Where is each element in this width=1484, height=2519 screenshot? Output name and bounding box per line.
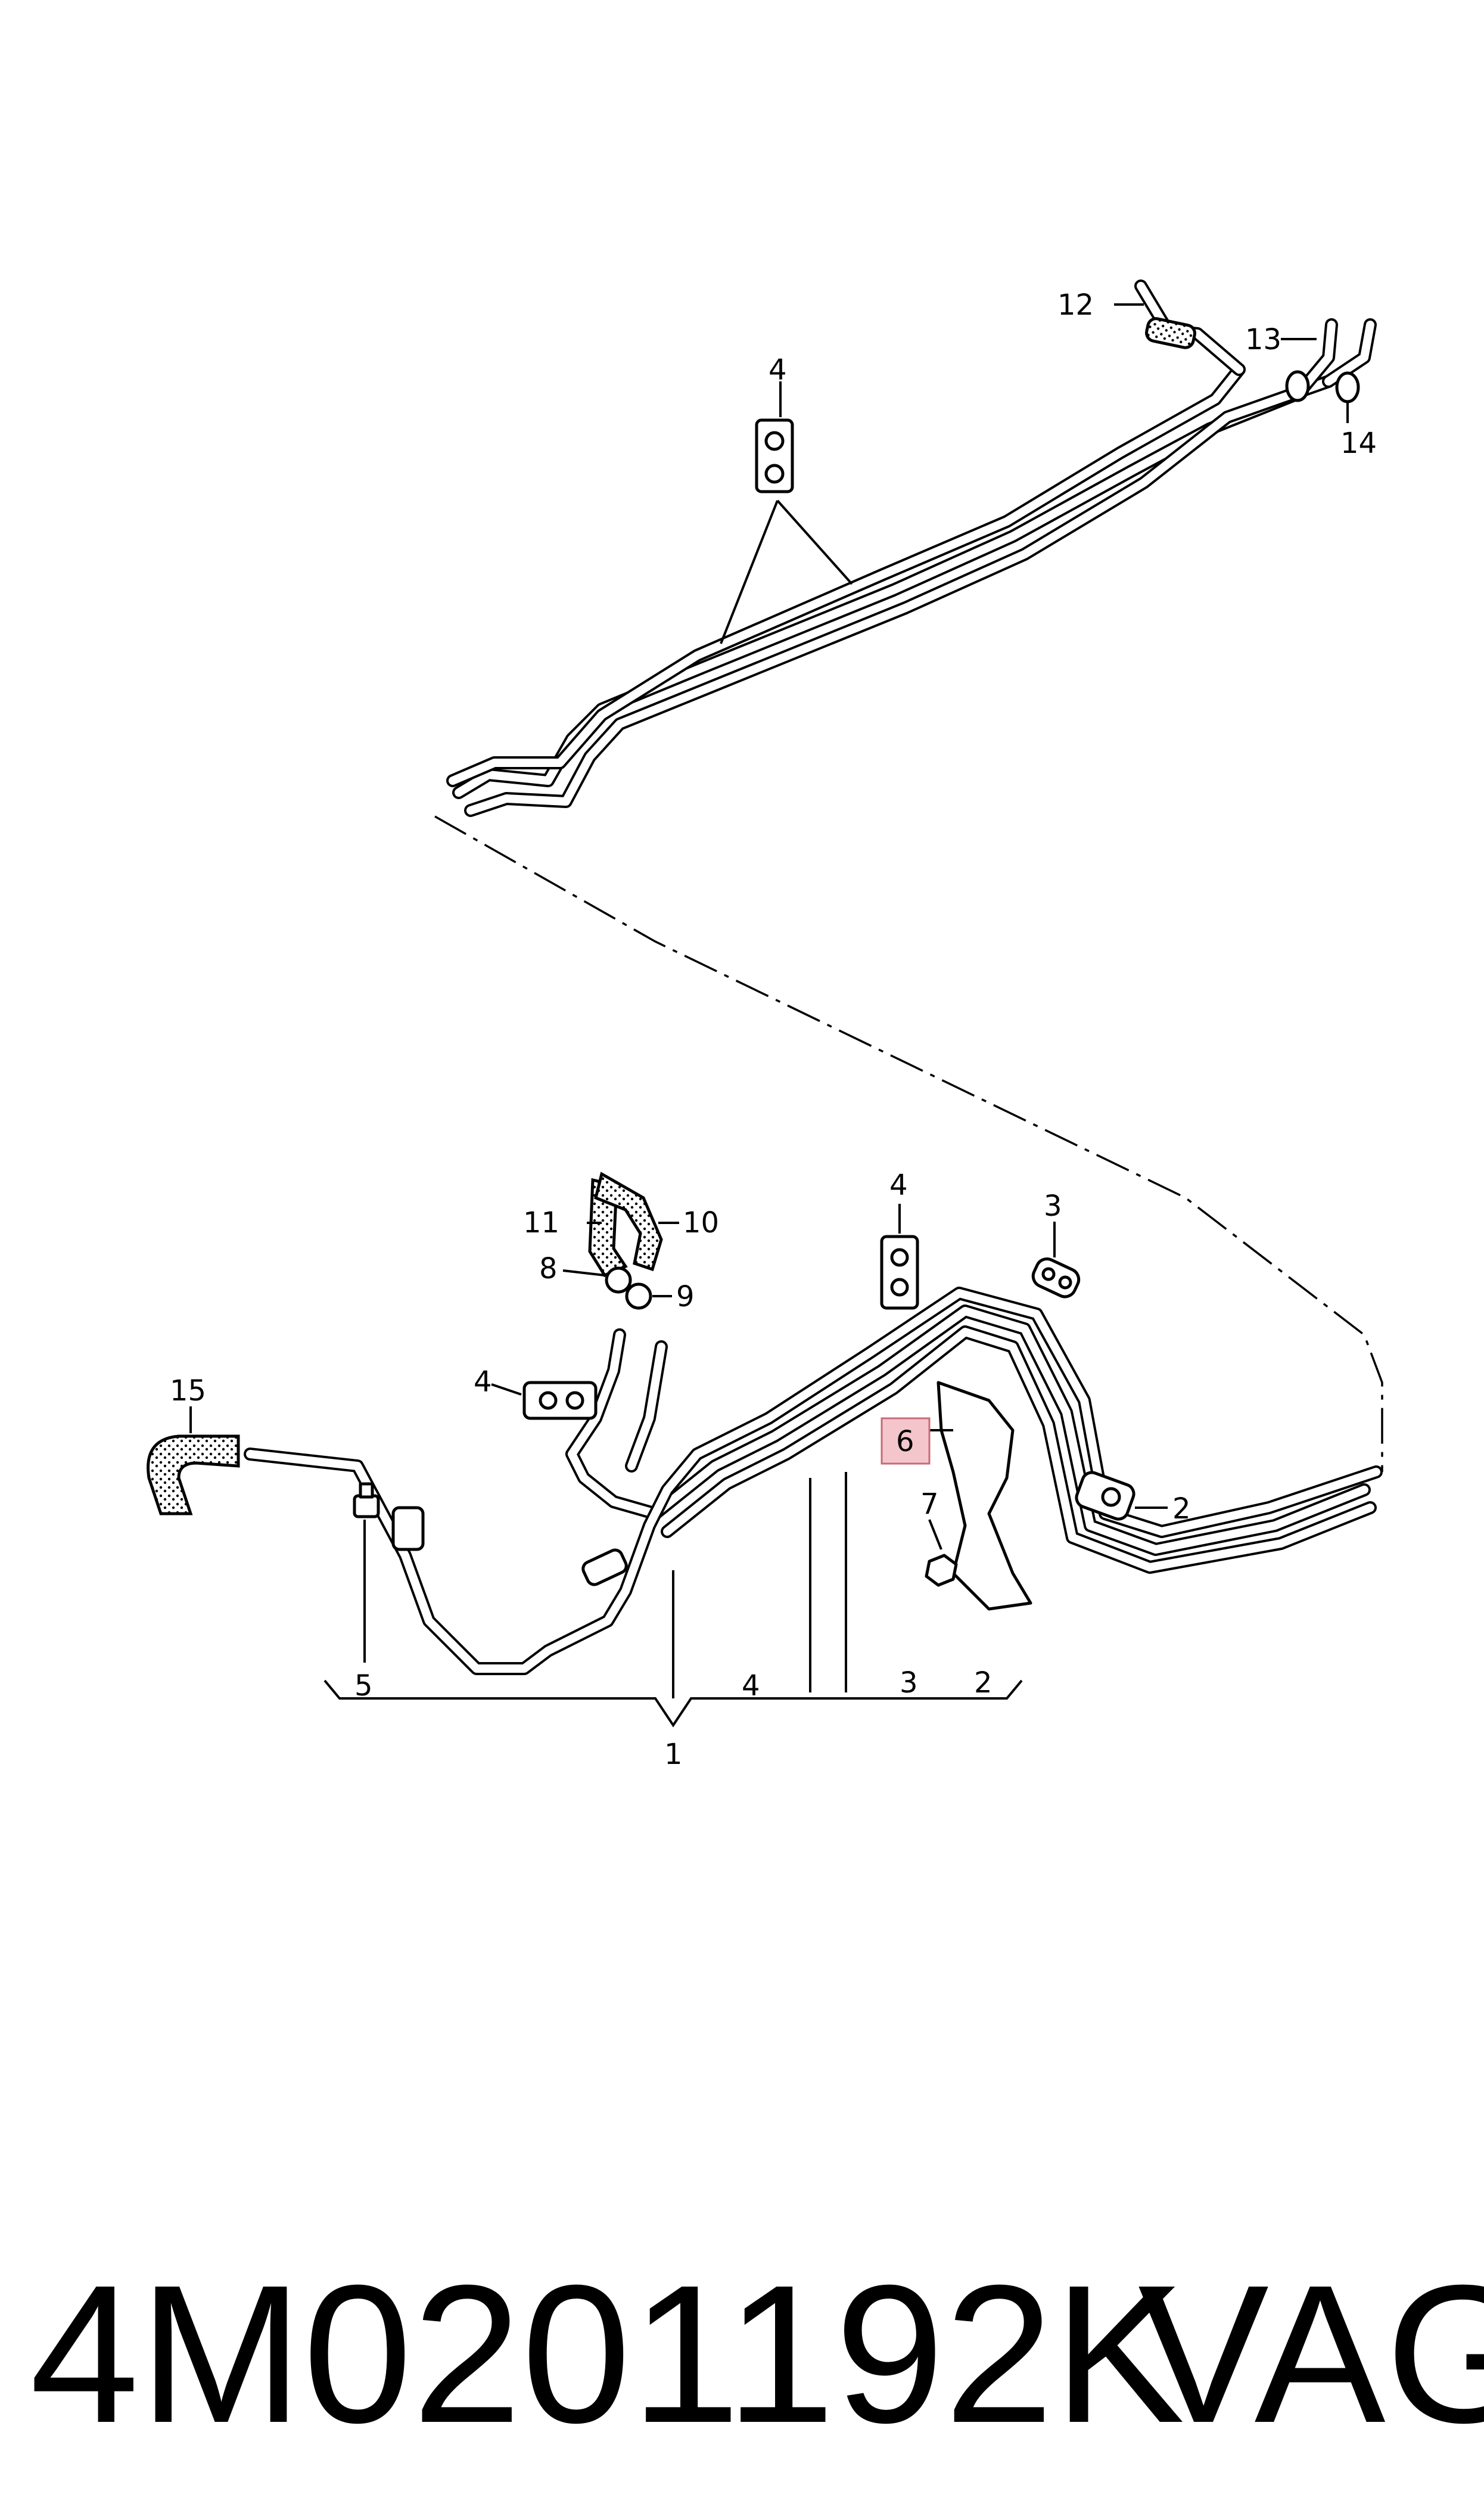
callout-8: 8 xyxy=(539,1252,558,1285)
hose-10 xyxy=(594,1172,663,1272)
connector-14 xyxy=(1335,371,1360,403)
clip-3 xyxy=(1031,1257,1081,1299)
group-brace-1 xyxy=(323,1472,1023,1728)
callout-4-upper: 4 xyxy=(769,353,787,387)
callout-12: 12 xyxy=(1057,288,1094,322)
upper-pipe-assembly xyxy=(446,279,1377,817)
connector-13 xyxy=(1285,370,1310,402)
clamp-9 xyxy=(625,1282,652,1310)
leader-lines xyxy=(189,303,1349,1663)
dashed-connector-line xyxy=(434,815,1383,1472)
callout-4-mid: 4 xyxy=(889,1169,908,1202)
callout-3-top: 3 xyxy=(1044,1189,1062,1223)
clip-2 xyxy=(1075,1471,1135,1521)
callout-4-bottom: 4 xyxy=(742,1669,760,1703)
callout-labels: 12 13 14 4 11 10 8 9 4 4 3 6 7 2 15 5 4 … xyxy=(170,288,1377,1771)
connector-b xyxy=(581,1548,628,1586)
callout-7: 7 xyxy=(920,1487,939,1521)
footer: 4M0201192K VAG xyxy=(30,2241,1484,2491)
callout-13: 13 xyxy=(1245,323,1281,356)
nut-7 xyxy=(925,1554,958,1587)
callout-2-bottom: 2 xyxy=(974,1666,993,1700)
lower-pipe-assembly xyxy=(147,1172,1383,1675)
callout-14: 14 xyxy=(1340,427,1377,460)
screw-5 xyxy=(353,1482,380,1518)
clamp-8 xyxy=(605,1266,632,1294)
callout-3-bottom: 3 xyxy=(900,1666,918,1700)
callout-4-left: 4 xyxy=(474,1365,492,1399)
callout-1: 1 xyxy=(664,1738,683,1771)
part-number: 4M0201192K xyxy=(30,2244,1185,2464)
hose-12-upper xyxy=(1145,317,1196,349)
bracket-4-left xyxy=(522,1381,598,1420)
callout-11: 11 xyxy=(523,1206,559,1240)
callout-10: 10 xyxy=(683,1206,719,1240)
callout-6-highlight xyxy=(881,1417,931,1465)
callout-15: 15 xyxy=(170,1374,206,1408)
callout-9: 9 xyxy=(676,1280,695,1313)
bracket-4-mid xyxy=(880,1235,919,1310)
hose-15 xyxy=(147,1434,240,1515)
brand-name: VAG xyxy=(1138,2244,1484,2464)
bracket-4-upper xyxy=(755,418,794,493)
callout-2-right: 2 xyxy=(1172,1492,1191,1526)
callout-5: 5 xyxy=(354,1669,373,1703)
callout-6: 6 xyxy=(896,1425,914,1458)
bracket-6 xyxy=(937,1381,1032,1611)
connector-a xyxy=(391,1506,425,1551)
